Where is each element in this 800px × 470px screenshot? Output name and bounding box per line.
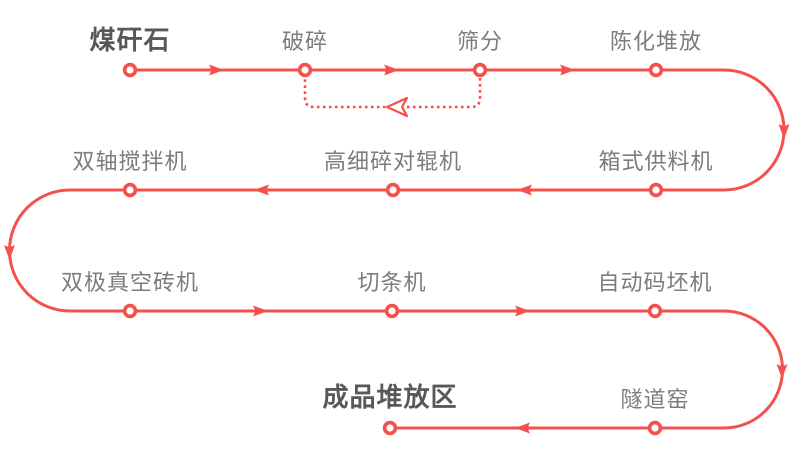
node-marker bbox=[648, 62, 664, 78]
feedback-arrowhead-icon bbox=[385, 96, 409, 118]
arrow-right-icon bbox=[253, 305, 268, 317]
node-label-vacuum-brick-machine: 双极真空砖机 bbox=[60, 270, 199, 295]
main-flow-line bbox=[8, 68, 786, 430]
node-label-tunnel-kiln: 隧道窑 bbox=[620, 387, 690, 412]
node-label-box-feeder: 箱式供料机 bbox=[598, 149, 714, 174]
arrow-right-icon bbox=[384, 64, 399, 76]
node-label-double-shaft-mixer: 双轴搅拌机 bbox=[72, 149, 188, 174]
arrow-down-icon bbox=[778, 124, 790, 139]
node-marker bbox=[122, 182, 138, 198]
node-marker bbox=[122, 62, 138, 78]
node-label-crushing: 破碎 bbox=[281, 29, 328, 54]
node-marker bbox=[648, 182, 664, 198]
node-marker bbox=[382, 420, 398, 436]
node-label-finished-product-area: 成品堆放区 bbox=[322, 382, 458, 412]
arrow-left-icon bbox=[515, 422, 530, 434]
node-label-aging-stockpile: 陈化堆放 bbox=[609, 29, 702, 54]
arrow-right-icon bbox=[209, 64, 224, 76]
node-marker bbox=[385, 182, 401, 198]
arrow-left-icon bbox=[254, 184, 269, 196]
node-marker bbox=[647, 303, 663, 319]
arrow-left-icon bbox=[517, 184, 532, 196]
node-label-coal-gangue: 煤矸石 bbox=[89, 25, 171, 55]
node-marker bbox=[472, 62, 488, 78]
node-marker bbox=[297, 62, 313, 78]
arrow-right-icon bbox=[560, 64, 575, 76]
node-marker bbox=[122, 303, 138, 319]
node-label-auto-stacker: 自动码坯机 bbox=[597, 270, 713, 295]
node-marker bbox=[384, 303, 400, 319]
arrow-right-icon bbox=[515, 305, 530, 317]
node-label-strip-cutter: 切条机 bbox=[357, 270, 427, 295]
arrow-down-icon bbox=[4, 245, 15, 260]
flow-arrowheads bbox=[4, 64, 790, 434]
node-marker bbox=[647, 420, 663, 436]
node-label-screening: 筛分 bbox=[456, 29, 503, 54]
flow-node-markers bbox=[122, 62, 664, 436]
arrow-down-icon bbox=[776, 364, 788, 379]
node-label-fine-roller-crusher: 高细碎对辊机 bbox=[323, 149, 462, 174]
feedback-dotted-line bbox=[303, 78, 482, 109]
